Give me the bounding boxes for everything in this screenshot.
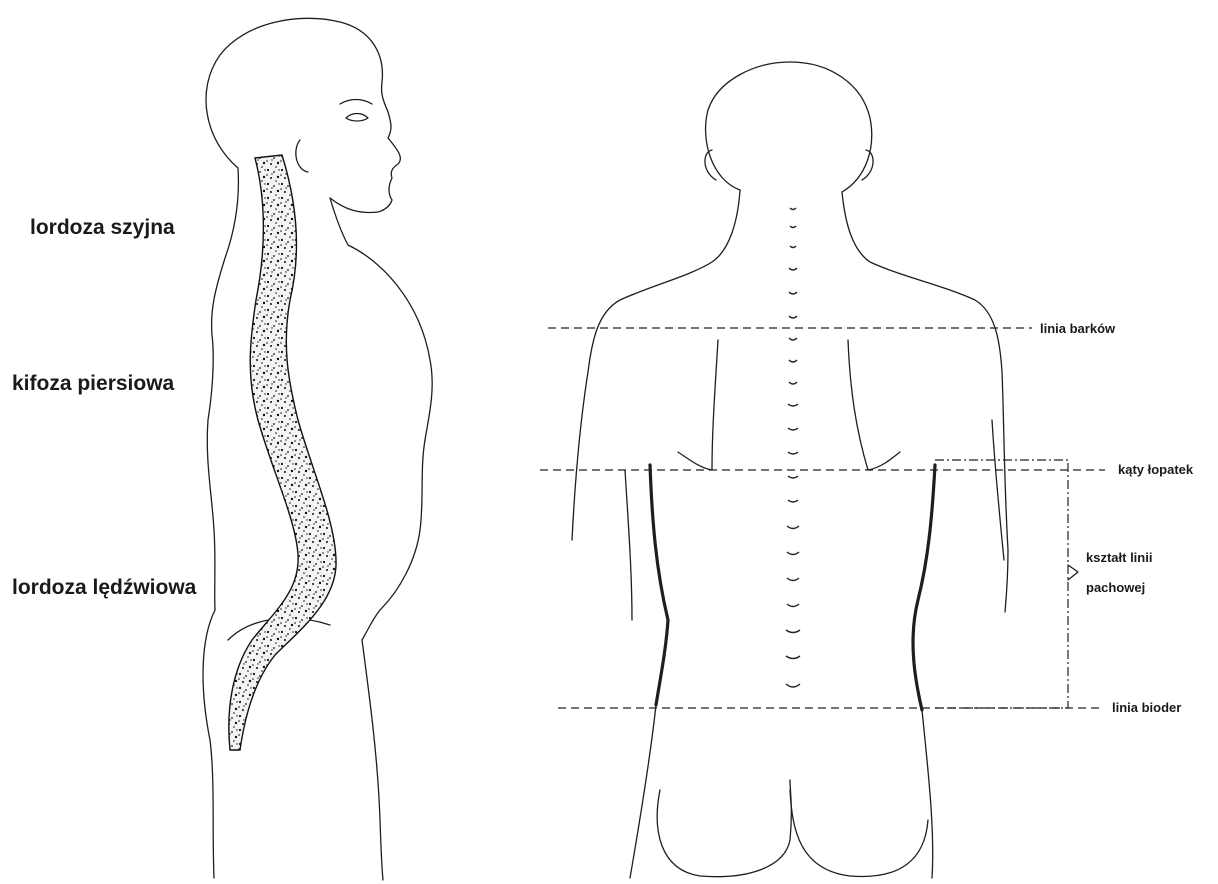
left-hip <box>630 705 656 878</box>
label-shoulder-line: linia barków <box>1040 321 1116 336</box>
back-outline <box>207 168 238 610</box>
neck-front-outline <box>330 198 432 440</box>
ear-outline <box>296 140 308 172</box>
left-neck-shoulder <box>572 190 740 540</box>
label-cervical-lordosis: lordoza szyjna <box>30 216 175 239</box>
left-axillary-line[interactable] <box>650 465 668 705</box>
right-buttock <box>790 790 928 877</box>
back-head-outline <box>706 62 872 192</box>
side-head-outline <box>206 18 400 212</box>
brow-outline <box>340 100 372 105</box>
label-scapula-angles: kąty łopatek <box>1118 462 1194 477</box>
left-arm-inner <box>625 470 632 620</box>
front-leg-outline <box>362 640 383 880</box>
axillary-bracket <box>935 460 1068 708</box>
eye-outline <box>346 114 368 122</box>
spine-shape <box>229 155 336 750</box>
label-axillary-shape-2: pachowej <box>1086 580 1145 595</box>
bracket-pointer <box>1068 565 1078 580</box>
right-axillary-line[interactable] <box>913 465 935 710</box>
right-scapula <box>848 340 900 470</box>
right-ear-outline <box>862 150 873 180</box>
vertebrae <box>786 208 800 687</box>
right-arm-inner <box>992 420 1004 560</box>
left-scapula <box>678 340 718 470</box>
front-torso-outline <box>362 440 425 640</box>
right-hip <box>922 710 933 878</box>
label-thoracic-kyphosis: kifoza piersiowa <box>12 372 175 395</box>
buttock-outline <box>203 610 215 878</box>
left-buttock <box>657 780 791 877</box>
label-lumbar-lordosis: lordoza lędźwiowa <box>12 576 197 599</box>
right-neck-shoulder <box>842 192 1008 612</box>
label-hip-line: linia bioder <box>1112 700 1181 715</box>
label-axillary-shape-1: kształt linii <box>1086 550 1152 565</box>
side-view-figure <box>203 18 432 880</box>
